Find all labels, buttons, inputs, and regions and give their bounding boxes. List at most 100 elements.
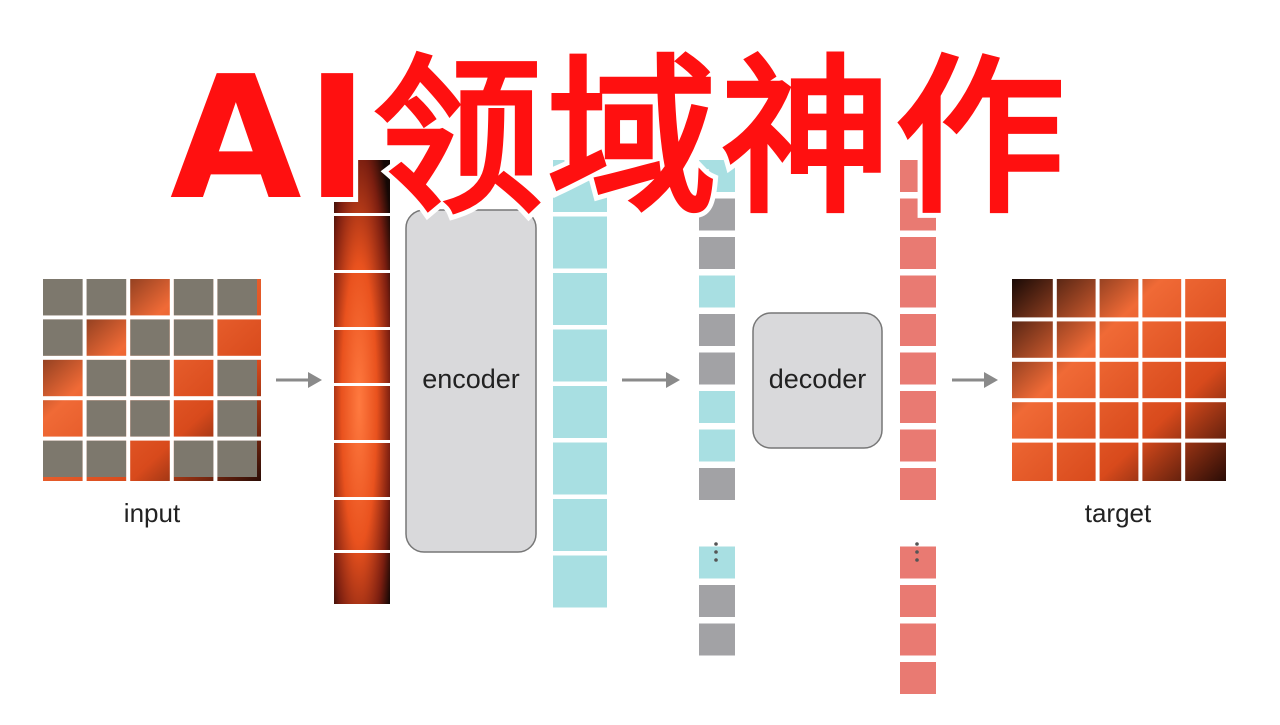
encoded-token <box>699 391 735 423</box>
patch-separator <box>334 440 390 443</box>
mask-token <box>699 585 735 617</box>
masked-patch <box>217 400 257 437</box>
masked-patch <box>43 319 83 356</box>
masked-patch <box>173 279 214 316</box>
masked-patch <box>173 440 214 477</box>
masked-patch <box>86 279 127 316</box>
grid-gap <box>1052 279 1057 481</box>
patch-separator <box>334 213 390 216</box>
masked-patch <box>130 319 170 356</box>
flow-arrows <box>276 372 998 388</box>
masked-patch <box>130 359 170 397</box>
target-separators <box>1012 279 1226 481</box>
mask-token <box>699 468 735 500</box>
masked-patch <box>173 319 214 356</box>
decoder-label: decoder <box>768 364 867 394</box>
masked-patch <box>86 400 127 437</box>
decoded-token <box>900 275 936 308</box>
masked-patch <box>130 400 170 437</box>
right-arrow-icon <box>622 372 680 388</box>
vertical-ellipsis-icon <box>714 542 919 562</box>
decoded-token <box>900 160 936 192</box>
decoded-tokens-column <box>900 160 936 694</box>
arrow-head <box>308 372 322 388</box>
decoder-box <box>752 312 883 449</box>
grid-gap <box>82 279 87 481</box>
input-grid <box>43 279 261 481</box>
mask-token <box>699 352 735 385</box>
grid-gap <box>1095 279 1100 481</box>
masked-patch <box>86 440 127 477</box>
decoded-token <box>900 198 936 231</box>
arrow-head <box>666 372 680 388</box>
grid-gap <box>1012 357 1226 362</box>
decoded-token <box>900 352 936 385</box>
encoded-token <box>699 275 735 308</box>
right-arrow-icon <box>952 372 998 388</box>
encoded-token <box>553 499 607 551</box>
decoder-block <box>752 312 883 449</box>
input-label: input <box>123 498 181 528</box>
grid-gap <box>1012 438 1226 443</box>
encoded-token <box>553 329 607 382</box>
masked-patch <box>86 359 127 397</box>
encoded-token <box>553 216 607 269</box>
grid-gap <box>43 396 261 401</box>
grid-gap <box>1181 279 1186 481</box>
mask-token <box>699 237 735 269</box>
grid-gap <box>1012 398 1226 403</box>
patch-separator <box>334 270 390 273</box>
patch-separator <box>334 383 390 386</box>
encoded-token <box>553 386 607 438</box>
grid-gap <box>43 436 261 441</box>
masked-patch <box>43 279 83 316</box>
visible-patches-column <box>334 160 390 604</box>
patch-separators <box>334 213 390 553</box>
grid-gap <box>1138 279 1143 481</box>
masked-patch <box>43 440 83 477</box>
decoded-token <box>900 237 936 269</box>
encoder-block <box>405 209 537 553</box>
mask-token <box>699 623 735 656</box>
encoded-token <box>553 442 607 495</box>
grid-gap <box>1012 317 1226 322</box>
grid-gap <box>126 279 131 481</box>
encoder-box <box>405 209 537 553</box>
grid-gap <box>43 355 261 360</box>
masked-patch <box>217 359 257 397</box>
encoded-token <box>553 160 607 212</box>
decoded-token <box>900 314 936 346</box>
decoded-token <box>900 585 936 617</box>
right-arrow-icon <box>276 372 322 388</box>
decoded-token <box>900 429 936 462</box>
patch-separator <box>334 550 390 553</box>
decoded-token <box>900 623 936 656</box>
encoded-token <box>553 555 607 608</box>
encoder-label: encoder <box>422 364 520 394</box>
patch-separator <box>334 497 390 500</box>
page-title: AI领域神作 <box>165 35 1070 243</box>
encoded-token <box>553 273 607 325</box>
patch-separator <box>334 327 390 330</box>
grid-gap <box>213 279 218 481</box>
grid-gap <box>43 315 261 320</box>
target-grid <box>1012 279 1226 481</box>
mask-token <box>699 314 735 346</box>
decoded-token <box>900 662 936 694</box>
target-image <box>1012 279 1226 481</box>
target-label: target <box>1084 498 1152 528</box>
mask-token <box>699 198 735 231</box>
input-mask-cells <box>43 279 261 481</box>
visible-patches-image <box>334 160 390 604</box>
encoded-token <box>699 429 735 462</box>
masked-patch <box>217 279 257 316</box>
decoded-token <box>900 468 936 500</box>
encoded-tokens-column <box>553 160 607 608</box>
arrow-head <box>984 372 998 388</box>
decoded-token <box>900 391 936 423</box>
grid-gap <box>169 279 174 481</box>
encoded-token <box>699 160 735 192</box>
masked-patch <box>217 440 257 477</box>
